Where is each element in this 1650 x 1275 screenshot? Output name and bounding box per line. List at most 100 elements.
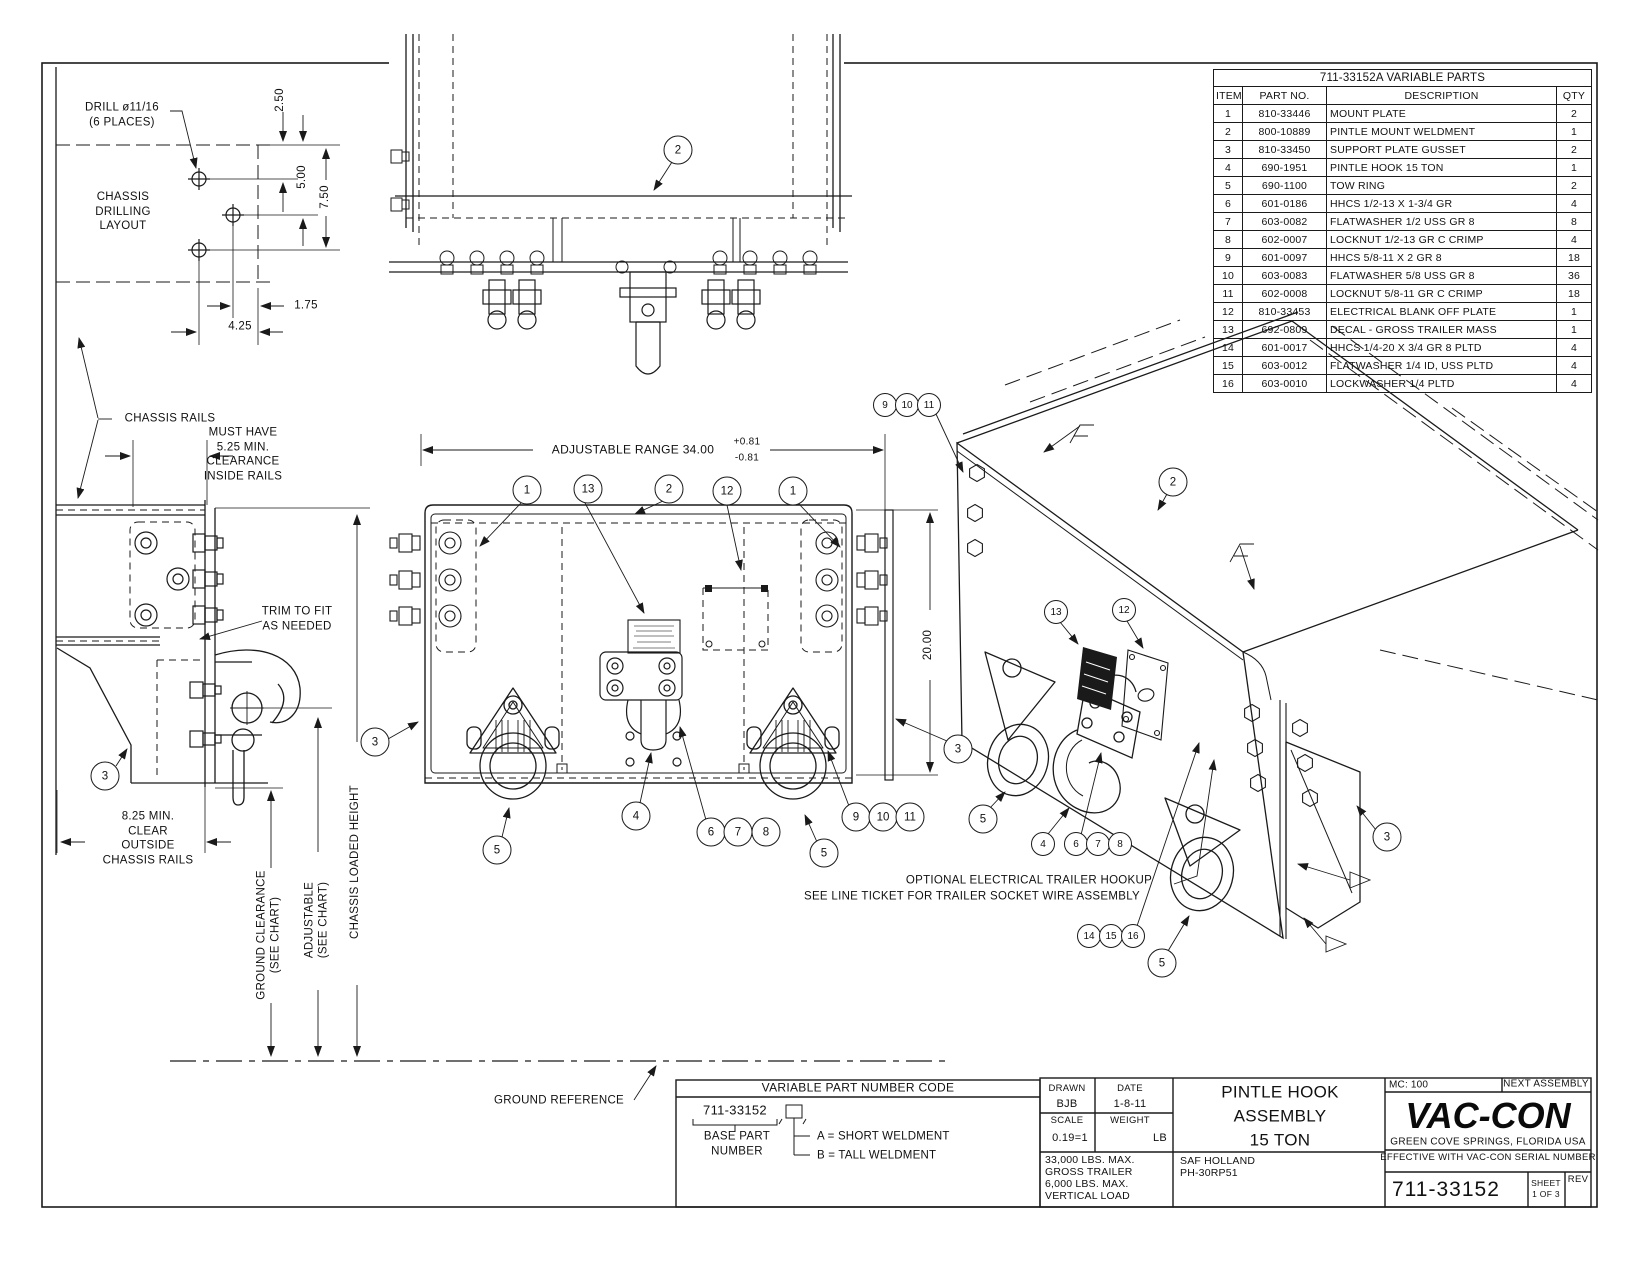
table-cell: 18 bbox=[1556, 284, 1592, 303]
vpnc-option-b: B = TALL WELDMENT bbox=[817, 1149, 937, 1162]
table-cell: 4 bbox=[1556, 374, 1592, 393]
rating-note: 33,000 LBS. MAX. GROSS TRAILER 6,000 LBS… bbox=[1045, 1153, 1135, 1203]
table-cell: 5 bbox=[1213, 176, 1243, 195]
balloon-item-5: 5 bbox=[968, 804, 998, 834]
table-cell: HHCS 1/2-13 X 1-3/4 GR bbox=[1326, 194, 1557, 213]
balloon-item-8: 8 bbox=[1108, 832, 1132, 856]
table-cell: MOUNT PLATE bbox=[1326, 104, 1557, 123]
table-cell: FLATWASHER 1/2 USS GR 8 bbox=[1326, 212, 1557, 231]
vendor-note: SAF HOLLAND PH-30RP51 bbox=[1180, 1154, 1256, 1179]
table-cell: 1 bbox=[1556, 302, 1592, 321]
trim-note: TRIM TO FIT AS NEEDED bbox=[261, 605, 333, 632]
table-cell: 692-0809 bbox=[1242, 320, 1327, 339]
table-cell: 16 bbox=[1213, 374, 1243, 393]
table-cell: FLATWASHER 5/8 USS GR 8 bbox=[1326, 266, 1557, 285]
col-item: ITEM bbox=[1213, 86, 1243, 105]
table-cell: LOCKWASHER 1/4 PLTD bbox=[1326, 374, 1557, 393]
table-cell: 2 bbox=[1556, 140, 1592, 159]
chassis-loaded-height-label: CHASSIS LOADED HEIGHT bbox=[348, 785, 361, 939]
parts-table-header-row: ITEM PART NO. DESCRIPTION QTY bbox=[1213, 86, 1592, 105]
company-location: GREEN COVE SPRINGS, FLORIDA USA bbox=[1390, 1136, 1586, 1148]
balloon-item-16: 16 bbox=[1121, 924, 1145, 948]
table-cell: 36 bbox=[1556, 266, 1592, 285]
title-block bbox=[1039, 1077, 1592, 1208]
table-cell: 1 bbox=[1213, 104, 1243, 123]
vpnc-base-number: 711-33152 bbox=[703, 1102, 767, 1118]
table-cell: PINTLE HOOK 15 TON bbox=[1326, 158, 1557, 177]
adjustable-range-dim: ADJUSTABLE RANGE 34.00 bbox=[547, 442, 719, 458]
balloon-item-11: 11 bbox=[895, 802, 925, 832]
dim-20-00: 20.00 bbox=[920, 629, 936, 661]
table-cell: 7 bbox=[1213, 212, 1243, 231]
balloon-item-2: 2 bbox=[1158, 467, 1188, 497]
parts-table-body: 711-33152A VARIABLE PARTS ITEM PART NO. … bbox=[1213, 69, 1592, 393]
balloon-item-10: 10 bbox=[868, 802, 898, 832]
scale-label: SCALE bbox=[1050, 1114, 1084, 1126]
drilling-layout bbox=[55, 67, 340, 855]
table-cell: 4 bbox=[1556, 230, 1592, 249]
table-cell: DECAL - GROSS TRAILER MASS bbox=[1326, 320, 1557, 339]
col-qty: QTY bbox=[1556, 86, 1592, 105]
weight-label: WEIGHT bbox=[1110, 1114, 1150, 1126]
balloon-item-9: 9 bbox=[873, 393, 897, 417]
col-description: DESCRIPTION bbox=[1326, 86, 1557, 105]
table-cell: 601-0186 bbox=[1242, 194, 1327, 213]
balloon-item-5: 5 bbox=[809, 838, 839, 868]
balloon-item-15: 15 bbox=[1099, 924, 1123, 948]
table-cell: SUPPORT PLATE GUSSET bbox=[1326, 140, 1557, 159]
table-cell: PINTLE MOUNT WELDMENT bbox=[1326, 122, 1557, 141]
balloon-item-13: 13 bbox=[573, 474, 603, 504]
dim-7-50: 7.50 bbox=[318, 185, 331, 209]
scale-value: 0.19=1 bbox=[1052, 1131, 1088, 1144]
balloon-item-2: 2 bbox=[654, 474, 684, 504]
weight-unit: LB bbox=[1152, 1131, 1168, 1144]
table-cell: 800-10889 bbox=[1242, 122, 1327, 141]
balloon-item-7: 7 bbox=[1086, 832, 1110, 856]
outside-clear-note: 8.25 MIN. CLEAR OUTSIDE CHASSIS RAILS bbox=[102, 810, 194, 867]
table-cell: 2 bbox=[1556, 104, 1592, 123]
dim-4-25: 4.25 bbox=[228, 320, 252, 333]
balloon-item-4: 4 bbox=[621, 801, 651, 831]
vpnc-title: VARIABLE PART NUMBER CODE bbox=[761, 1080, 955, 1095]
balloon-item-5: 5 bbox=[482, 835, 512, 865]
table-cell: 601-0097 bbox=[1242, 248, 1327, 267]
table-cell: 18 bbox=[1556, 248, 1592, 267]
ground-line bbox=[170, 1060, 945, 1101]
rev-label: REV bbox=[1567, 1173, 1589, 1185]
balloon-item-1: 1 bbox=[512, 475, 542, 505]
date-value: 1-8-11 bbox=[1113, 1097, 1147, 1110]
date-label: DATE bbox=[1117, 1082, 1143, 1094]
vpnc-option-a: A = SHORT WELDMENT bbox=[817, 1130, 950, 1143]
top-view bbox=[389, 34, 852, 375]
table-cell: 9 bbox=[1213, 248, 1243, 267]
table-cell: 810-33453 bbox=[1242, 302, 1327, 321]
table-cell: 810-33446 bbox=[1242, 104, 1327, 123]
table-cell: 1 bbox=[1556, 320, 1592, 339]
table-cell: 4 bbox=[1556, 194, 1592, 213]
dim-1-75: 1.75 bbox=[294, 299, 318, 312]
table-cell: TOW RING bbox=[1326, 176, 1557, 195]
chassis-rails-label: CHASSIS RAILS bbox=[124, 412, 216, 425]
drill-note: DRILL ø11/16 (6 PLACES) bbox=[85, 101, 159, 128]
adjustable-label: ADJUSTABLE (SEE CHART) bbox=[303, 881, 330, 959]
parts-table-title: 711-33152A VARIABLE PARTS bbox=[1213, 69, 1592, 87]
table-cell: 602-0008 bbox=[1242, 284, 1327, 303]
ground-reference-label: GROUND REFERENCE bbox=[493, 1094, 625, 1107]
table-cell: 603-0012 bbox=[1242, 356, 1327, 375]
balloon-item-6: 6 bbox=[696, 817, 726, 847]
table-cell: HHCS 5/8-11 X 2 GR 8 bbox=[1326, 248, 1557, 267]
iso-view bbox=[935, 311, 1599, 953]
drawn-label: DRAWN bbox=[1048, 1082, 1086, 1094]
